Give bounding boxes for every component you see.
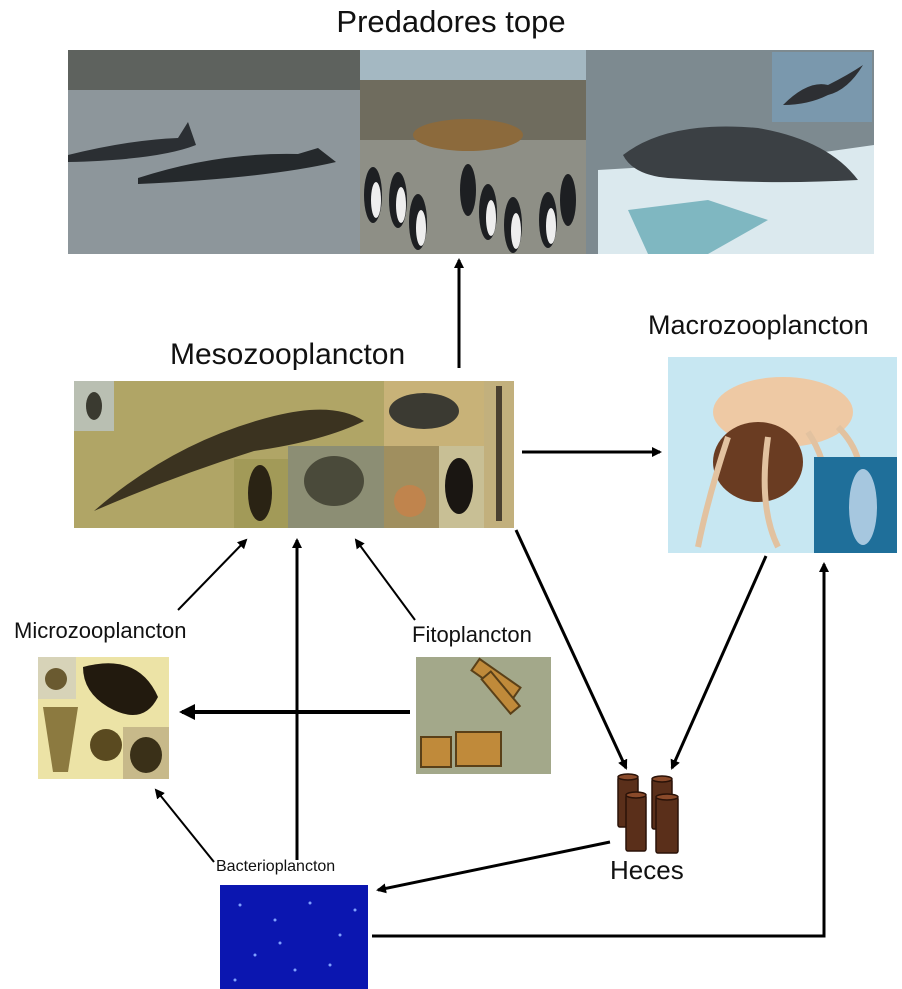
arrow-fito-to-meso <box>356 540 415 620</box>
phytoplankton-label: Fitoplancton <box>412 622 532 648</box>
macrozooplankton-label: Macrozooplancton <box>648 310 869 341</box>
arrow-bacterio-to-micro <box>156 790 214 862</box>
microzooplankton-label: Microzooplancton <box>14 618 186 644</box>
feces-pellets-icon <box>612 773 684 857</box>
top-predators-photo <box>68 50 874 254</box>
mesozooplankton-label: Mesozooplancton <box>170 338 405 372</box>
arrow-micro-to-meso <box>178 540 246 610</box>
bacterioplankton-label: Bacterioplancton <box>216 858 335 876</box>
macrozooplankton-photo <box>668 357 897 553</box>
microzooplankton-photo <box>38 657 169 779</box>
top-predators-label: Predadores tope <box>0 4 902 40</box>
feces-label: Heces <box>610 855 684 886</box>
bacterioplankton-photo <box>220 885 368 989</box>
arrow-feces-to-bacterio <box>378 842 610 890</box>
phytoplankton-photo <box>416 657 551 774</box>
arrow-macro-to-feces <box>672 556 766 768</box>
mesozooplankton-photo <box>74 381 514 528</box>
